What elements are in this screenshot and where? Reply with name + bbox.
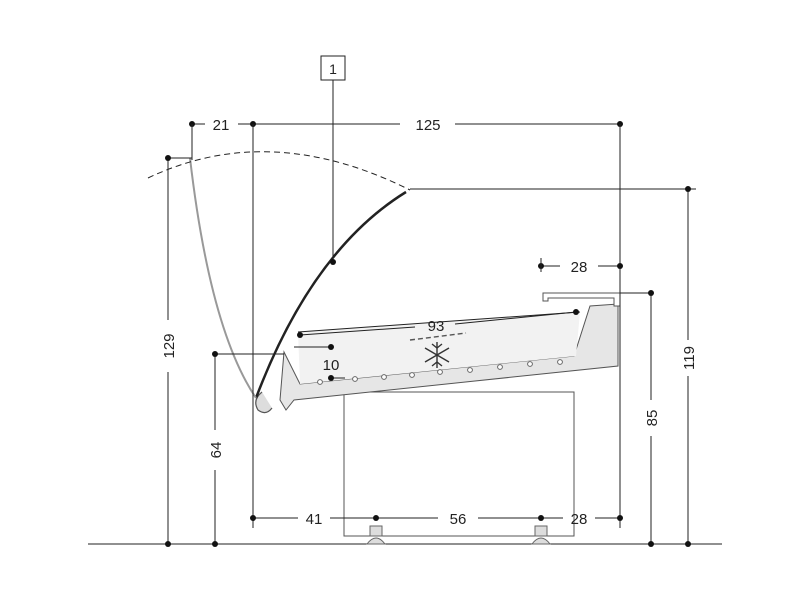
dim-bottom: 41 56 28 <box>250 511 623 528</box>
dim-56: 56 <box>450 511 467 528</box>
dim-119: 119 <box>410 186 698 547</box>
callout-1: 1 <box>320 55 346 265</box>
front-glass-open <box>189 157 257 399</box>
dim-129-label: 129 <box>161 333 178 358</box>
leveling-foot <box>365 525 387 545</box>
dim-64: 64 <box>208 351 284 547</box>
rear-shelf <box>542 292 621 307</box>
dim-93: 93 <box>428 318 445 335</box>
dim-64-label: 64 <box>208 442 225 459</box>
dim-rear-shelf: 28 <box>538 258 623 276</box>
dim-display: 93 <box>297 309 579 338</box>
dim-28-top: 28 <box>571 259 588 276</box>
leveling-foot <box>530 525 552 545</box>
dim-129: 129 <box>161 155 192 547</box>
front-glass <box>254 190 407 399</box>
snowflake-icon <box>424 342 450 368</box>
dim-21: 21 <box>213 117 230 134</box>
dim-125: 125 <box>415 117 440 134</box>
shelf-holes <box>317 359 563 385</box>
dim-85-label: 85 <box>644 410 661 427</box>
dim-10: 10 <box>323 357 340 374</box>
base-frame <box>343 391 575 545</box>
dim-41: 41 <box>306 511 323 528</box>
dim-85: 85 <box>620 290 661 547</box>
dim-tray: 10 <box>294 344 345 381</box>
callout-label: 1 <box>329 61 337 77</box>
dim-top: 21 125 <box>189 117 623 528</box>
dim-28-bottom: 28 <box>571 511 588 528</box>
dim-119-label: 119 <box>681 346 698 370</box>
airflow-marks <box>409 332 467 341</box>
swing-arc <box>147 151 411 191</box>
